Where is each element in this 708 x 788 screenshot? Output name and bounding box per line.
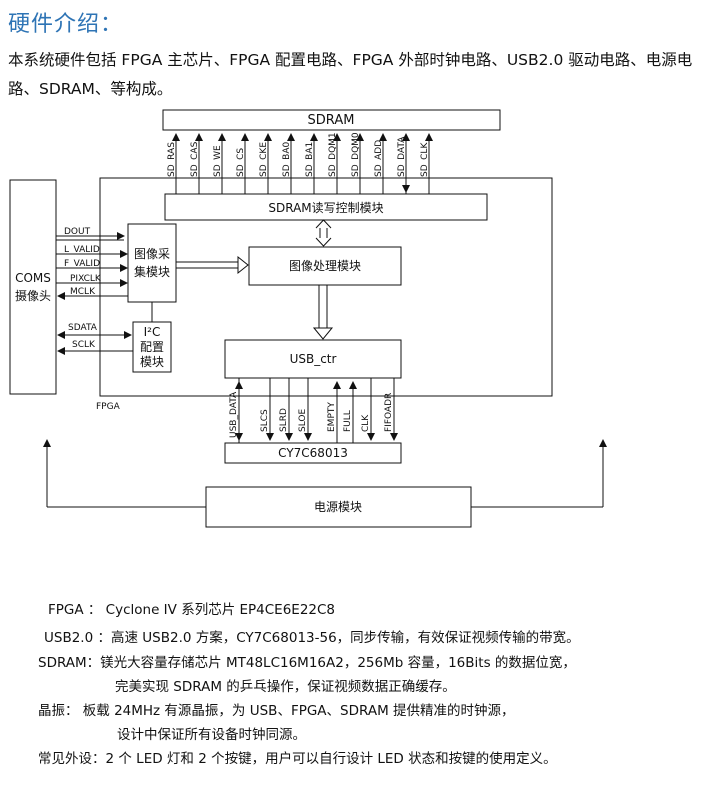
fpga-outline — [99, 177, 553, 397]
i2c-label-3: 模块 — [140, 355, 164, 369]
usb-signal-label: SLRD — [279, 408, 289, 432]
fpga-label: FPGA — [96, 402, 121, 412]
image-proc-box — [248, 246, 402, 286]
sdram-signal-label: SD_RAS — [167, 142, 177, 177]
usb-signal-label: FULL — [343, 410, 353, 432]
sdram-signal-label: SD_CLK — [420, 142, 430, 177]
page-title: 硬件介绍： — [8, 12, 124, 37]
coms-camera-box — [9, 179, 57, 395]
sdram-ctrl-label: SDRAM读写控制模块 — [268, 201, 383, 215]
sdram-signal-label: SD_CKE — [259, 142, 269, 177]
usb-ctr-box — [224, 339, 402, 379]
power-label: 电源模块 — [314, 500, 362, 514]
image-proc-label: 图像处理模块 — [289, 259, 361, 273]
spec-peripherals: 常见外设：2 个 LED 灯和 2 个按键，用户可以自行设计 LED 状态和按键… — [38, 751, 557, 767]
spec-crystal-2: 设计中保证所有设备时钟同源。 — [117, 727, 306, 743]
signal-sdata: SDATA — [68, 323, 98, 333]
sdram-signal-label: SD_CAS — [190, 141, 200, 177]
coms-label-1: COMS — [15, 271, 51, 285]
sdram-signal-label: SD_ADD — [374, 140, 384, 177]
intro-paragraph: 本系统硬件包括 FPGA 主芯片、FPGA 配置电路、FPGA 外部时钟电路、U… — [8, 51, 693, 98]
signal-l-valid: L_VALID — [64, 245, 100, 255]
i2c-label-2: 配置 — [140, 340, 164, 354]
sdram-ctrl-box — [164, 193, 488, 221]
sdram-signal-label: SD_CS — [236, 148, 246, 177]
sdram-signal-label: SD_BA0 — [282, 142, 292, 177]
signal-sclk: SCLK — [72, 340, 96, 350]
coms-label-2: 摄像头 — [15, 288, 51, 303]
sdram-signal-label: SD_DATA — [397, 136, 407, 177]
usb-signal-label: SLOE — [298, 409, 308, 432]
usb-signal-label: USB_DATA — [229, 391, 239, 438]
usb-signal-label: FIFOADR — [384, 393, 394, 432]
sdram-signal-label: SD_DQM1 — [328, 132, 338, 177]
usb-signal-label: CLK — [361, 414, 371, 432]
signal-dout: DOUT — [64, 227, 91, 237]
usb-ctr-label: USB_ctr — [290, 352, 337, 366]
capture-label-2: 集模块 — [134, 264, 170, 279]
sdram-signal-label: SD_BA1 — [305, 142, 315, 177]
cy7c68013-label: CY7C68013 — [278, 446, 348, 460]
usb-signal-label: EMPTY — [327, 402, 337, 432]
sdram-box — [162, 109, 501, 131]
signal-pixclk: PIXCLK — [70, 274, 102, 284]
spec-crystal-1: 晶振： 板载 24MHz 有源晶振，为 USB、FPGA、SDRAM 提供精准的… — [38, 703, 515, 719]
sdram-signal-label: SD_WE — [213, 145, 223, 177]
usb-signal-label: SLCS — [260, 409, 270, 432]
signal-f-valid: F_VALID — [64, 259, 100, 269]
spec-usb: USB2.0 ：高速 USB2.0 方案，CY7C68013-56，同步传输，有… — [44, 630, 580, 646]
capture-module-box — [127, 223, 177, 303]
spec-sdram-1: SDRAM：镁光大容量存储芯片 MT48LC16M16A2，256Mb 容量，1… — [38, 655, 576, 671]
capture-label-1: 图像采 — [134, 247, 170, 261]
spec-fpga: FPGA ： Cyclone IV 系列芯片 EP4CE6E22C8 — [48, 602, 336, 618]
i2c-label-1: I²C — [144, 325, 161, 339]
cy7c68013-box — [224, 442, 402, 464]
spec-sdram-2: 完美实现 SDRAM 的乒乓操作，保证视频数据正确缓存。 — [115, 679, 456, 695]
sdram-label: SDRAM — [308, 113, 355, 128]
sdram-signal-label: SD_DQM0 — [351, 132, 361, 177]
signal-mclk: MCLK — [70, 287, 96, 297]
